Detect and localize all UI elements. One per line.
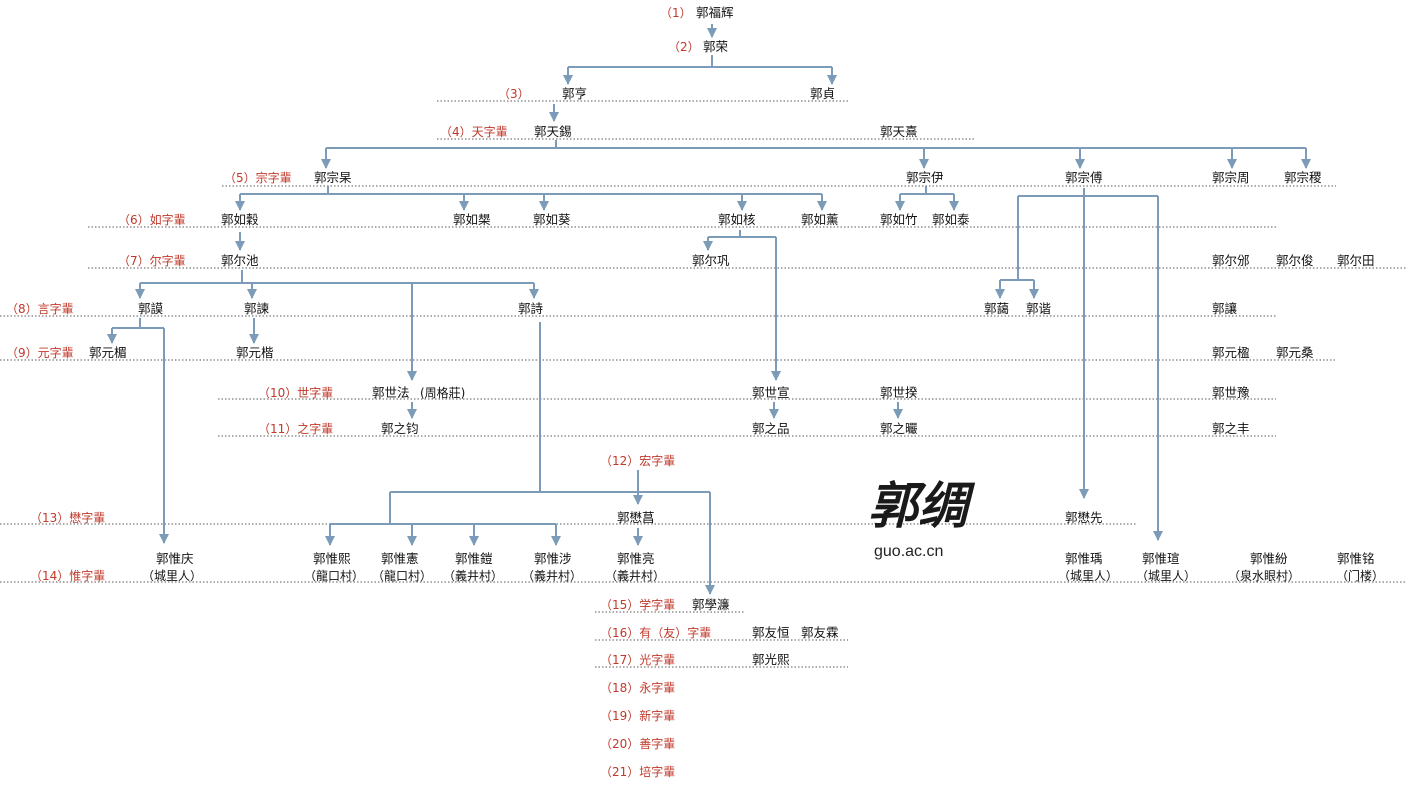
person-guangxi: 郭光熙 <box>752 652 790 667</box>
person-ergong: 郭尔巩 <box>692 253 730 268</box>
watermark-url: guo.ac.cn <box>874 543 943 560</box>
person-weiyu-loc: （城里人） <box>1058 569 1118 583</box>
gen-5-label: （5）宗字輩 <box>224 170 292 185</box>
person-weiming-loc: （门楼） <box>1336 568 1384 583</box>
person-youheng: 郭友恒 <box>752 625 790 640</box>
person-weifen-loc: （泉水眼村） <box>1228 569 1300 583</box>
person-weiliang-loc: （義井村） <box>605 568 665 583</box>
person-weiyu: 郭惟瑀 <box>1065 551 1103 566</box>
generation-guide-lines <box>0 100 1406 668</box>
person-zhirang: 郭之曮 <box>880 421 918 436</box>
person-weixi: 郭惟熙 <box>313 551 351 566</box>
gen-17-label: （17）光字輩 <box>600 652 675 667</box>
person-weiliang: 郭惟亮 <box>617 551 655 566</box>
person-ertian: 郭尔田 <box>1337 253 1375 268</box>
person-zhen: 郭貞 <box>810 86 835 101</box>
person-yuanmei: 郭元楣 <box>89 345 127 360</box>
person-heng: 郭亨 <box>562 86 587 101</box>
person-shifa-note: (周格莊) <box>420 385 465 400</box>
person-zongzhou: 郭宗周 <box>1212 170 1250 185</box>
person-maoxian: 郭懋先 <box>1065 510 1103 525</box>
person-ruliang: 郭如槼 <box>453 212 491 227</box>
gen-20-label: （20）善字輩 <box>600 736 675 751</box>
person-weikai: 郭惟鎧 <box>455 551 493 566</box>
person-erchi: 郭尔池 <box>221 253 259 268</box>
gen-12-label: （12）宏字輩 <box>600 453 675 468</box>
person-rukui: 郭如葵 <box>533 212 571 227</box>
generation-labels: （1） （2） （3） （4）天字輩 （5）宗字輩 （6）如字輩 （7）尔字輩 … <box>6 6 711 779</box>
person-fuhui: 郭福辉 <box>696 5 734 20</box>
person-rong: 郭荣 <box>703 39 729 54</box>
person-erbin: 郭尔邠 <box>1212 253 1250 268</box>
person-weikai-loc: （義井村） <box>443 568 503 583</box>
person-weixuan-loc: （城里人） <box>1136 569 1196 583</box>
person-zhipin: 郭之品 <box>752 421 790 436</box>
person-yuanshen: 郭元桑 <box>1276 345 1314 360</box>
gen-16-label: （16）有（友）字輩 <box>600 625 711 640</box>
person-weiming: 郭惟铭 <box>1337 551 1375 566</box>
person-shixuan: 郭世宣 <box>752 385 790 400</box>
person-zongyi: 郭宗伊 <box>906 170 944 185</box>
gen-7-label: （7）尔字輩 <box>118 253 186 268</box>
person-ruhe: 郭如核 <box>718 212 756 227</box>
gen-21-label: （21）培字輩 <box>600 764 675 779</box>
person-shi: 郭詩 <box>518 301 544 316</box>
person-erjun: 郭尔俊 <box>1276 253 1314 268</box>
person-mo: 郭謨 <box>138 301 164 316</box>
gen-13-label: （13）懋字輩 <box>30 510 105 525</box>
person-weiqing-loc: （城里人） <box>142 569 202 583</box>
person-yuankai: 郭元楷 <box>236 345 274 360</box>
person-weixuan: 郭惟瑄 <box>1142 551 1180 566</box>
watermark: 郭绸 guo.ac.cn <box>868 476 976 560</box>
person-zongfu: 郭宗傅 <box>1065 170 1103 185</box>
person-ruyi: 郭如穀 <box>221 212 259 227</box>
person-weiqing: 郭惟庆 <box>156 551 194 566</box>
person-zonggao: 郭宗杲 <box>314 170 352 185</box>
gen-1-label: （1） <box>660 6 692 20</box>
person-youlin: 郭友霖 <box>801 625 839 640</box>
gen-15-label: （15）学字輩 <box>600 597 675 612</box>
person-weixi-loc: （龍口村） <box>304 568 364 583</box>
person-ruzhu: 郭如竹 <box>880 212 918 227</box>
gen-11-label: （11）之字輩 <box>258 421 333 436</box>
person-weishe-loc: （義井村） <box>522 568 582 583</box>
person-zhijun: 郭之钧 <box>381 421 419 436</box>
gen-6-label: （6）如字輩 <box>118 212 186 227</box>
person-weixian-loc: （龍口村） <box>372 568 432 583</box>
person-shiyu: 郭世豫 <box>1212 385 1250 400</box>
person-jie: 郭谐 <box>1026 301 1051 316</box>
person-ruxun: 郭如薰 <box>801 212 839 227</box>
person-rang: 郭讓 <box>1212 301 1238 316</box>
gen-10-label: （10）世字輩 <box>258 385 333 400</box>
gen-8-label: （8）言字輩 <box>6 301 74 316</box>
person-shiyi: 郭世揆 <box>880 385 918 400</box>
family-edges <box>107 24 1311 595</box>
person-zongji: 郭宗稷 <box>1284 170 1322 185</box>
person-jian: 郭諫 <box>244 301 270 316</box>
person-weixian: 郭惟憲 <box>381 551 419 566</box>
gen-9-label: （9）元字輩 <box>6 345 74 360</box>
person-maogao: 郭懋菖 <box>617 510 655 525</box>
person-nodes: 郭福辉 郭荣 郭亨 郭貞 郭天錫 郭天熹 郭宗杲 郭宗伊 郭宗傅 郭宗周 郭宗稷… <box>89 5 1384 667</box>
gen-14-label: （14）惟字輩 <box>30 568 105 583</box>
gen-2-label: （2） <box>668 40 700 54</box>
person-yuanying: 郭元楹 <box>1212 345 1250 360</box>
person-xuelian: 郭學濂 <box>692 597 730 612</box>
gen-4-label: （4）天字輩 <box>440 124 508 139</box>
person-ai: 郭藹 <box>984 301 1009 316</box>
person-zhifeng: 郭之丰 <box>1212 421 1250 436</box>
person-rutai: 郭如泰 <box>932 212 970 227</box>
watermark-title: 郭绸 <box>868 476 976 535</box>
gen-3-label: （3） <box>498 87 530 101</box>
person-tianxi2: 郭天熹 <box>880 124 918 139</box>
gen-18-label: （18）永字輩 <box>600 680 675 695</box>
person-weishe: 郭惟涉 <box>534 551 572 566</box>
person-weifen: 郭惟紛 <box>1250 551 1288 566</box>
person-tianxi: 郭天錫 <box>534 124 572 139</box>
person-shifa: 郭世法 <box>372 385 410 400</box>
gen-19-label: （19）新字輩 <box>600 708 675 723</box>
